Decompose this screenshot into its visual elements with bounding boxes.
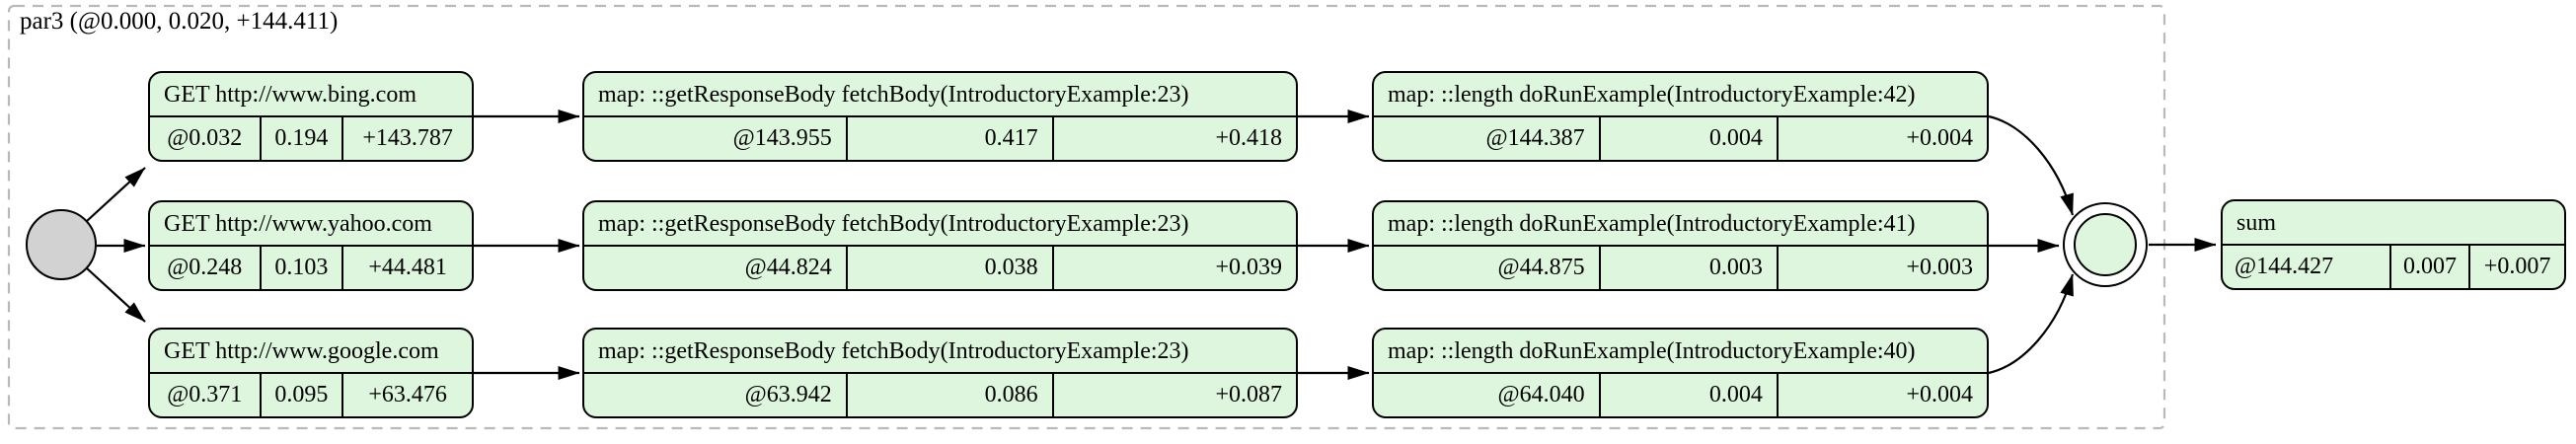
node-length-bing-title: map: ::length doRunExample(IntroductoryE… bbox=[1374, 73, 1987, 117]
node-get-yahoo: GET http://www.yahoo.com @0.248 0.103 +4… bbox=[148, 200, 474, 291]
node-sum: sum @144.427 0.007 +0.007 bbox=[2221, 199, 2566, 290]
node-get-bing-values: @0.032 0.194 +143.787 bbox=[150, 117, 472, 160]
node-length-google-values: @64.040 0.004 +0.004 bbox=[1374, 374, 1987, 416]
node-fetchbody-bing-values: @143.955 0.417 +0.418 bbox=[584, 117, 1296, 160]
node-fetchbody-bing-duration: 0.417 bbox=[845, 117, 1052, 160]
node-length-bing-start-time: @144.387 bbox=[1485, 125, 1585, 151]
node-fetchbody-google-delta: +0.087 bbox=[1051, 374, 1296, 416]
node-fetchbody-yahoo: map: ::getResponseBody fetchBody(Introdu… bbox=[582, 200, 1298, 291]
node-fetchbody-bing-start-time: @143.955 bbox=[732, 125, 832, 151]
node-get-bing: GET http://www.bing.com @0.032 0.194 +14… bbox=[148, 71, 474, 162]
node-get-yahoo-values: @0.248 0.103 +44.481 bbox=[150, 247, 472, 289]
node-fetchbody-bing: map: ::getResponseBody fetchBody(Introdu… bbox=[582, 71, 1298, 162]
end-node bbox=[2063, 202, 2148, 287]
node-length-yahoo-delta: +0.003 bbox=[1776, 247, 1987, 289]
node-fetchbody-bing-title: map: ::getResponseBody fetchBody(Introdu… bbox=[584, 73, 1296, 117]
node-length-google-title: map: ::length doRunExample(IntroductoryE… bbox=[1374, 330, 1987, 374]
node-length-google: map: ::length doRunExample(IntroductoryE… bbox=[1372, 328, 1989, 418]
node-get-google-values: @0.371 0.095 +63.476 bbox=[150, 374, 472, 416]
node-length-yahoo: map: ::length doRunExample(IntroductoryE… bbox=[1372, 200, 1989, 291]
node-length-google-start-time: @64.040 bbox=[1497, 382, 1585, 407]
node-length-bing-duration: 0.004 bbox=[1598, 117, 1777, 160]
node-length-bing-values: @144.387 0.004 +0.004 bbox=[1374, 117, 1987, 160]
node-fetchbody-yahoo-delta: +0.039 bbox=[1051, 247, 1296, 289]
node-get-yahoo-delta: +44.481 bbox=[341, 247, 472, 289]
node-sum-duration: 0.007 bbox=[2388, 246, 2468, 288]
node-fetchbody-google-duration: 0.086 bbox=[845, 374, 1052, 416]
edge-length-end-bing bbox=[1988, 114, 2075, 216]
node-fetchbody-google: map: ::getResponseBody fetchBody(Introdu… bbox=[582, 328, 1298, 418]
start-node bbox=[26, 209, 97, 280]
node-get-google-delta: +63.476 bbox=[341, 374, 472, 416]
node-length-yahoo-duration: 0.003 bbox=[1598, 247, 1777, 289]
node-sum-delta: +0.007 bbox=[2468, 246, 2564, 288]
node-length-google-duration: 0.004 bbox=[1598, 374, 1777, 416]
node-fetchbody-yahoo-title: map: ::getResponseBody fetchBody(Introdu… bbox=[584, 202, 1296, 247]
node-get-bing-start-time: @0.032 bbox=[167, 125, 243, 151]
node-length-yahoo-values: @44.875 0.003 +0.003 bbox=[1374, 247, 1987, 289]
end-node-inner bbox=[2074, 213, 2137, 276]
node-get-bing-duration: 0.194 bbox=[259, 117, 342, 160]
node-sum-values: @144.427 0.007 +0.007 bbox=[2223, 246, 2564, 288]
node-get-yahoo-start-time: @0.248 bbox=[167, 255, 243, 280]
node-length-bing-delta: +0.004 bbox=[1776, 117, 1987, 160]
node-sum-title: sum bbox=[2223, 201, 2564, 246]
node-get-google-duration: 0.095 bbox=[259, 374, 342, 416]
node-get-google-title: GET http://www.google.com bbox=[150, 330, 472, 374]
node-fetchbody-yahoo-values: @44.824 0.038 +0.039 bbox=[584, 247, 1296, 289]
node-get-google-start-time: @0.371 bbox=[167, 382, 243, 407]
node-get-yahoo-duration: 0.103 bbox=[259, 247, 342, 289]
node-get-yahoo-title: GET http://www.yahoo.com bbox=[150, 202, 472, 247]
edge-length-end-google bbox=[1988, 273, 2075, 375]
node-length-google-delta: +0.004 bbox=[1776, 374, 1987, 416]
node-fetchbody-bing-delta: +0.418 bbox=[1051, 117, 1296, 160]
node-fetchbody-google-start-time: @63.942 bbox=[744, 382, 832, 407]
node-fetchbody-google-values: @63.942 0.086 +0.087 bbox=[584, 374, 1296, 416]
node-fetchbody-yahoo-duration: 0.038 bbox=[845, 247, 1052, 289]
node-get-bing-delta: +143.787 bbox=[341, 117, 472, 160]
edge-start-get-bing bbox=[86, 167, 146, 222]
node-sum-start-time: @144.427 bbox=[2235, 254, 2334, 279]
par-group-label: par3 (@0.000, 0.020, +144.411) bbox=[20, 8, 339, 35]
node-fetchbody-google-title: map: ::getResponseBody fetchBody(Introdu… bbox=[584, 330, 1296, 374]
node-length-bing: map: ::length doRunExample(IntroductoryE… bbox=[1372, 71, 1989, 162]
par-group-border bbox=[7, 4, 2166, 430]
node-length-yahoo-start-time: @44.875 bbox=[1497, 255, 1585, 280]
edge-start-get-google bbox=[86, 267, 146, 323]
node-get-bing-title: GET http://www.bing.com bbox=[150, 73, 472, 117]
node-get-google: GET http://www.google.com @0.371 0.095 +… bbox=[148, 328, 474, 418]
node-fetchbody-yahoo-start-time: @44.824 bbox=[744, 255, 832, 280]
node-length-yahoo-title: map: ::length doRunExample(IntroductoryE… bbox=[1374, 202, 1987, 247]
